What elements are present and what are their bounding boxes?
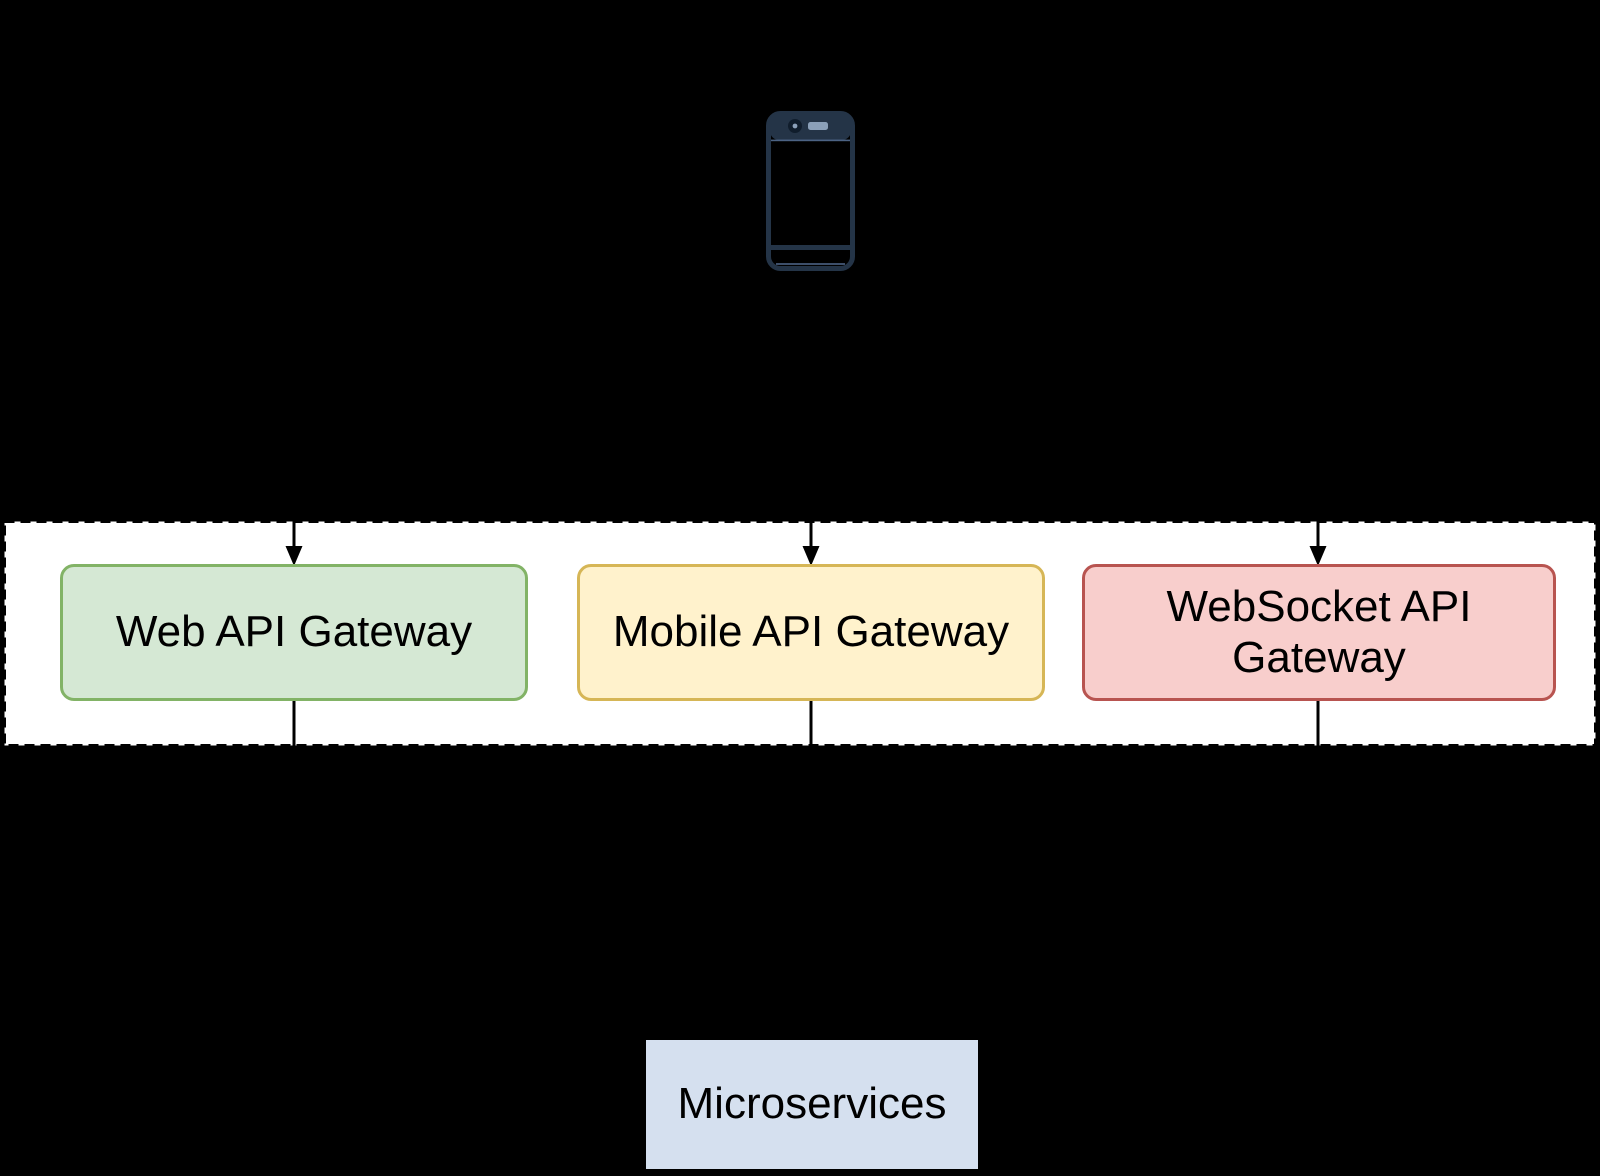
edge-client-to-mobile (802, 272, 820, 566)
edge-client-to-websocket (1309, 430, 1327, 566)
node-web-api-gateway: Web API Gateway (60, 564, 528, 701)
node-label: Web API Gateway (115, 607, 473, 657)
node-label: WebSocket API Gateway (1166, 581, 1472, 682)
phone-speaker (808, 122, 828, 130)
node-microservices: Microservices (646, 1040, 978, 1169)
smartphone-icon (766, 111, 855, 271)
node-label: Mobile API Gateway (612, 607, 1010, 657)
node-mobile-api-gateway: Mobile API Gateway (577, 564, 1045, 701)
node-websocket-api-gateway: WebSocket API Gateway (1082, 564, 1556, 701)
node-label: Microservices (677, 1079, 947, 1129)
edge-client-to-web (285, 430, 303, 566)
